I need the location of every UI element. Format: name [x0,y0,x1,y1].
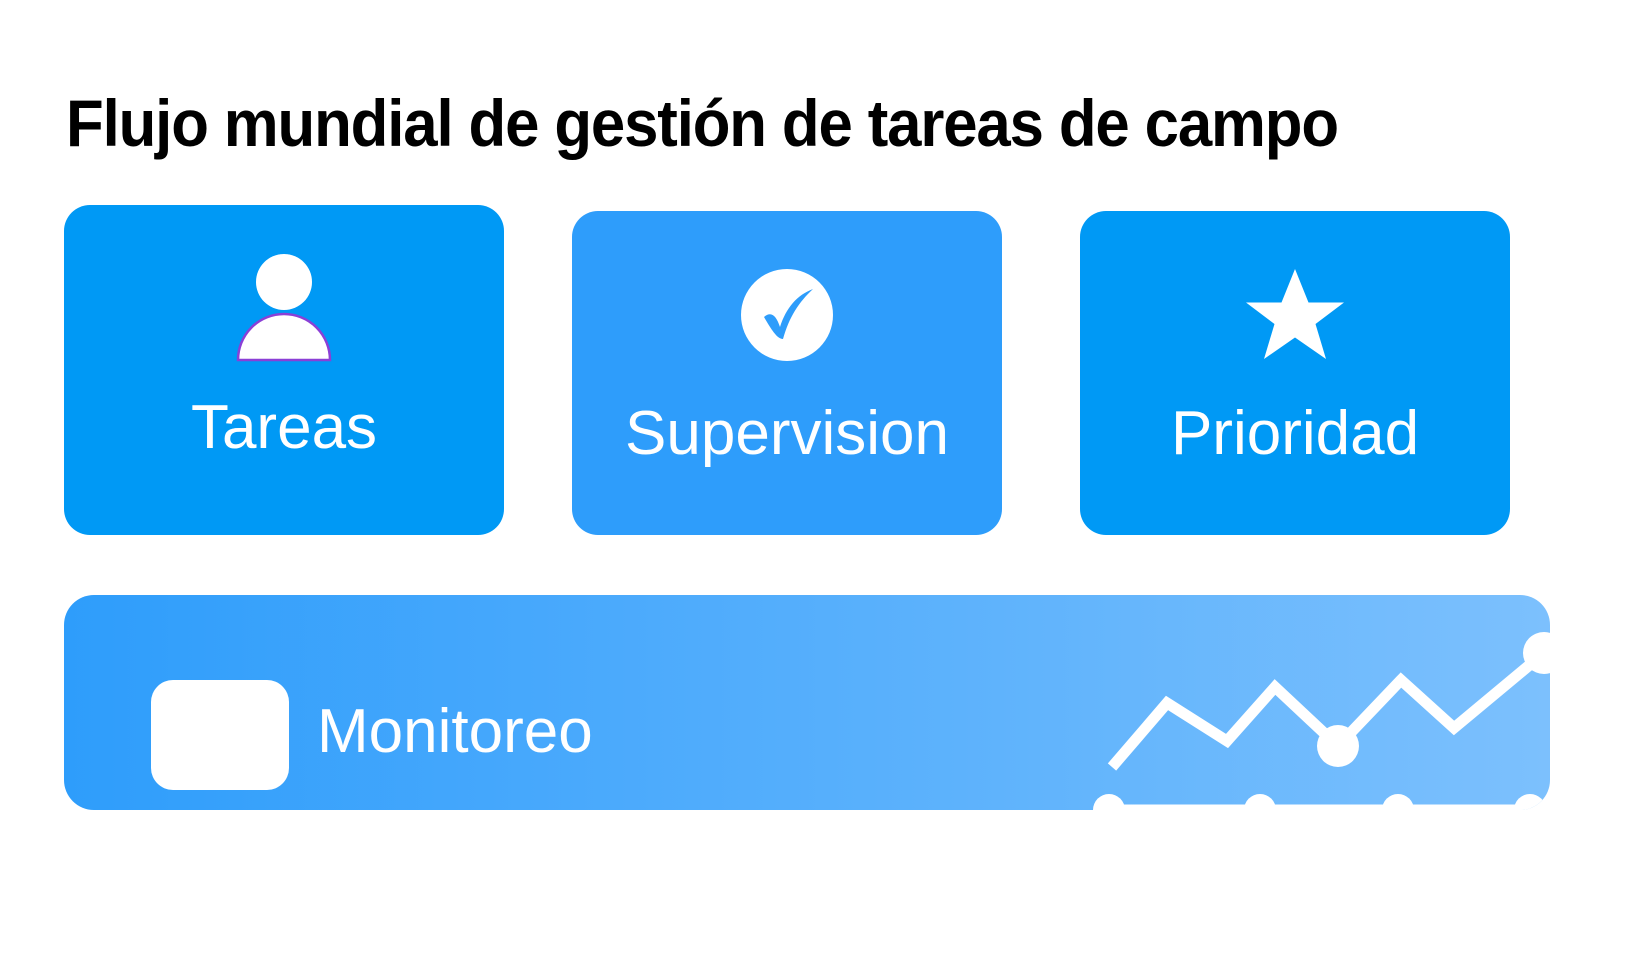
feature-card-label: Tareas [190,393,378,462]
chart-marker [1382,794,1414,810]
feature-card-label: Supervision [625,399,949,468]
chart-trend-line [1107,648,1548,771]
page-title: Flujo mundial de gestión de tareas de ca… [66,86,1339,160]
chart-marker [1244,794,1276,810]
chart-marker [1523,632,1550,674]
chart-marker [1514,794,1546,810]
feature-card-label: Prioridad [1170,399,1420,468]
monitoring-line-chart [994,595,1550,810]
monitoring-banner-label: Monitoreo [317,697,593,766]
rounded-square-icon [151,680,289,790]
feature-card-prioridad[interactable]: Prioridad [1080,211,1510,535]
feature-card-tareas[interactable]: Tareas [64,205,504,535]
feature-card-supervision[interactable]: Supervision [572,211,1002,535]
star-icon [1080,255,1510,375]
feature-card-row: Tareas Supervision Prioridad [64,205,1510,535]
monitoring-banner[interactable]: Monitoreo [64,595,1550,810]
check-circle-icon [572,255,1002,375]
chart-marker [1093,794,1125,810]
person-icon [64,249,504,369]
chart-marker [1317,725,1359,767]
